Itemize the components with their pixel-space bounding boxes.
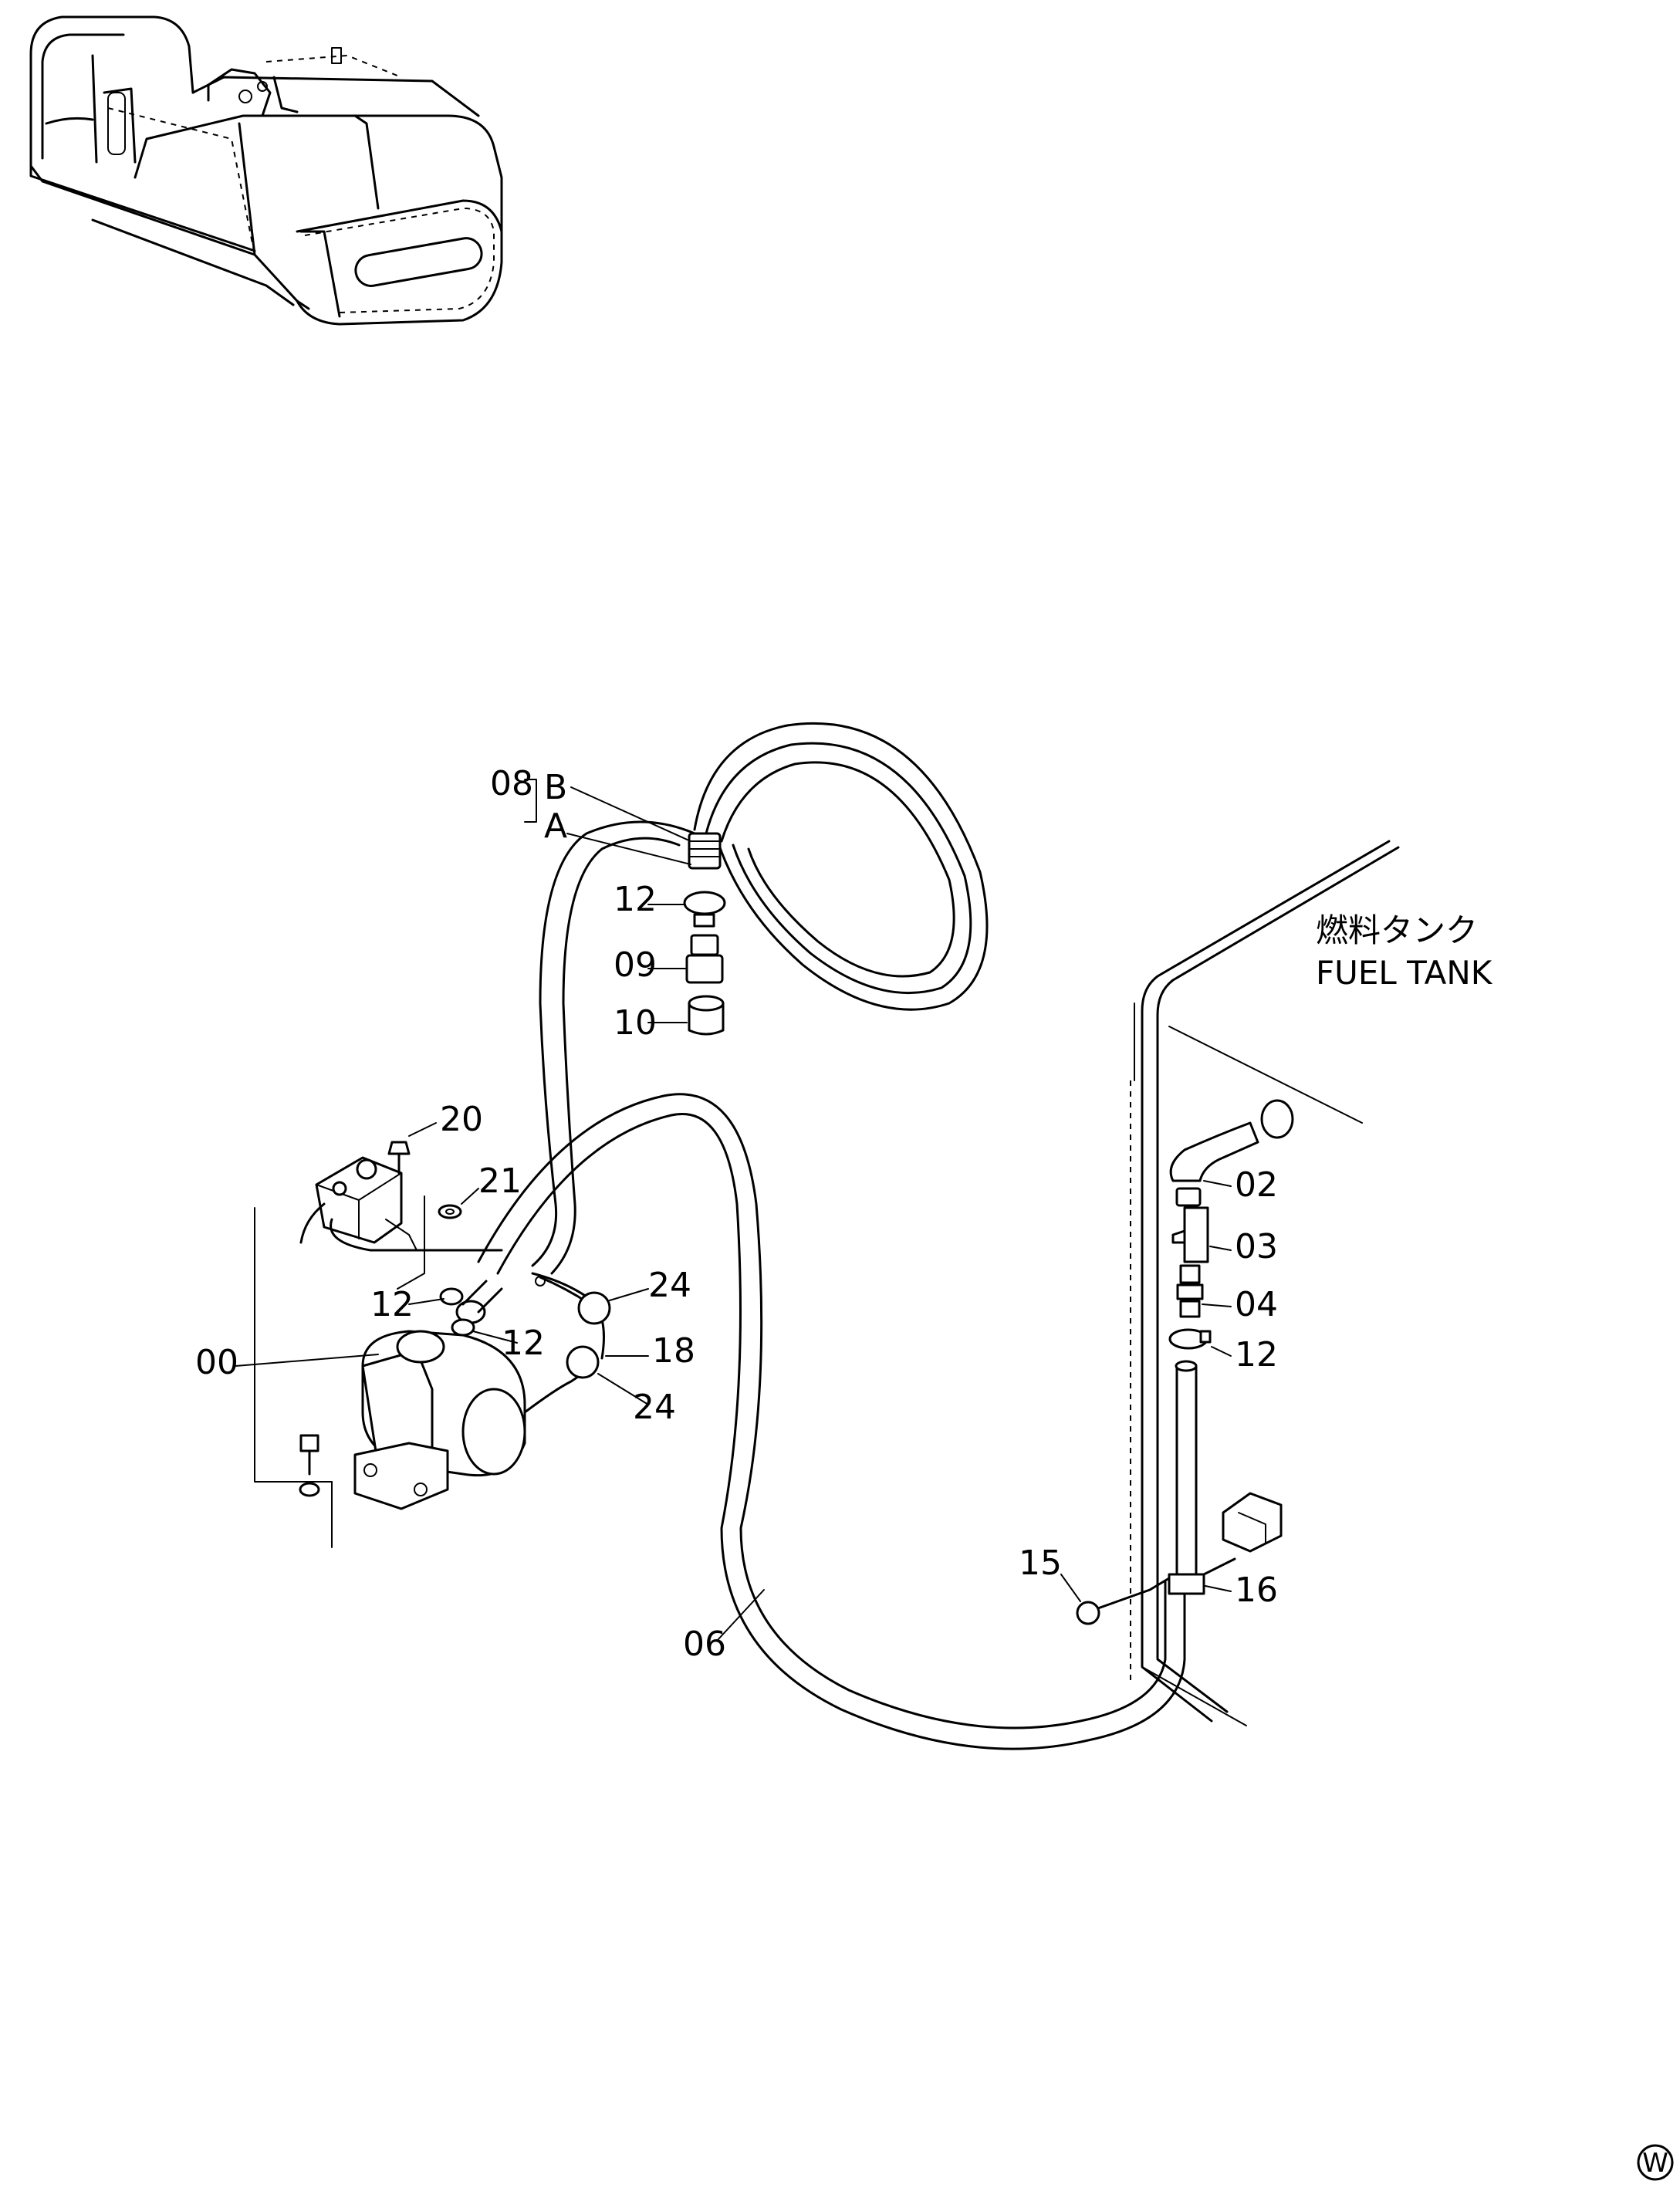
callout-00: 00 xyxy=(195,1343,238,1382)
fuel-tank xyxy=(1130,840,1400,1726)
callout-03: 03 xyxy=(1235,1227,1278,1266)
callout-21: 21 xyxy=(478,1161,522,1201)
callout-15: 15 xyxy=(1019,1544,1062,1583)
hose-06 xyxy=(477,1093,1186,1750)
callout-12-left: 12 xyxy=(370,1285,414,1324)
callout-20: 20 xyxy=(440,1100,483,1139)
callout-10: 10 xyxy=(614,1003,657,1043)
callout-12-top: 12 xyxy=(614,880,657,919)
page-mark: W xyxy=(1637,2144,1674,2181)
callout-b: B xyxy=(544,768,567,807)
excavator-overview xyxy=(29,15,503,326)
callout-06: 06 xyxy=(683,1625,726,1664)
page-mark-letter: W xyxy=(1642,2148,1668,2179)
callout-labels: 08 B A 12 09 10 20 21 12 12 24 18 24 00 … xyxy=(195,764,1278,1664)
callout-18: 18 xyxy=(652,1331,695,1371)
leader-lines xyxy=(235,779,1232,1641)
pump-assembly xyxy=(254,1141,611,1548)
callout-24-top: 24 xyxy=(648,1266,691,1305)
callout-16: 16 xyxy=(1235,1571,1278,1610)
callout-02: 02 xyxy=(1235,1165,1278,1205)
callout-a: A xyxy=(544,806,567,846)
callout-12-mid: 12 xyxy=(502,1324,545,1363)
callout-12-right: 12 xyxy=(1235,1335,1278,1374)
callout-24-bot: 24 xyxy=(633,1388,676,1427)
fuel-tank-label-en: FUEL TANK xyxy=(1316,954,1493,992)
hose-coil-08 xyxy=(531,722,989,1275)
fuel-tank-label-jp: 燃料タンク xyxy=(1316,911,1478,949)
callout-04: 04 xyxy=(1235,1285,1278,1324)
callout-09: 09 xyxy=(614,945,657,985)
hose-end-parts xyxy=(683,891,726,1036)
callout-08: 08 xyxy=(490,764,533,803)
tank-fittings xyxy=(1076,1099,1294,1625)
